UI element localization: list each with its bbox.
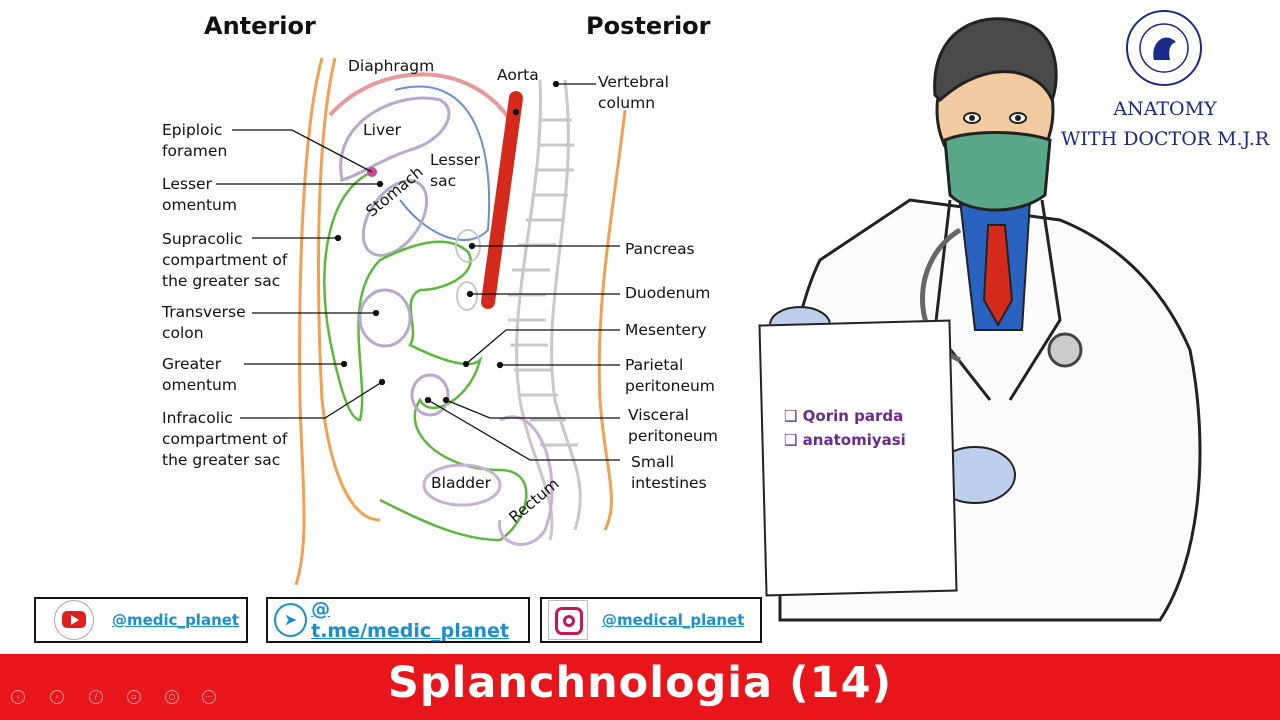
banner-title: Splanchnologia (14) — [387, 658, 893, 708]
label-small-intestines-1: Small — [631, 453, 675, 471]
youtube-handle[interactable]: @medic_planet — [112, 611, 240, 629]
zoom-icon[interactable]: ○ — [165, 690, 179, 704]
label-transverse-colon-1: Transverse — [162, 303, 246, 321]
label-diaphragm: Diaphragm — [348, 57, 435, 75]
label-supracolic-1: Supracolic — [162, 230, 243, 248]
slides-icon[interactable]: ▫ — [127, 690, 141, 704]
label-vertebral-1: Vertebral — [598, 73, 669, 91]
brand-line-1: ANATOMY — [1113, 98, 1217, 120]
label-mesentery: Mesentery — [625, 321, 707, 339]
label-vertebral-2: column — [598, 94, 656, 112]
prev-slide-icon[interactable]: ‹ — [11, 690, 25, 704]
instagram-link[interactable]: @medical_planet — [540, 597, 762, 643]
label-epiploic-2: foramen — [162, 142, 228, 160]
label-infracolic-2: compartment of — [162, 430, 288, 448]
liver-shape — [339, 96, 451, 182]
instagram-handle[interactable]: @medical_planet — [602, 611, 745, 629]
card-item-2: ❑ anatomiyasi — [784, 431, 906, 449]
more-options-icon[interactable]: ⋯ — [202, 690, 216, 704]
youtube-link[interactable]: @medic_planet — [34, 597, 248, 643]
label-parietal-1: Parietal — [625, 356, 684, 374]
rectum-shape — [498, 415, 554, 546]
label-lesser-omentum-1: Lesser — [162, 175, 212, 193]
brand-logo — [1126, 10, 1202, 86]
label-infracolic-3: the greater sac — [162, 451, 281, 469]
anterior-skin-line — [316, 57, 381, 522]
label-transverse-colon-2: colon — [162, 324, 204, 342]
label-aorta: Aorta — [497, 66, 539, 84]
label-lesser-omentum-2: omentum — [162, 196, 237, 214]
telegram-icon: ➤ — [274, 603, 308, 637]
label-visceral-2: peritoneum — [628, 427, 718, 445]
label-duodenum: Duodenum — [625, 284, 711, 302]
aorta-shape — [481, 91, 523, 309]
label-supracolic-3: the greater sac — [162, 272, 281, 290]
label-liver: Liver — [363, 121, 402, 139]
title-banner: Splanchnologia (14) — [0, 654, 1280, 720]
peritoneum-line — [323, 170, 528, 542]
anterior-header: Anterior — [204, 12, 316, 40]
posterior-header: Posterior — [586, 12, 711, 40]
transverse-colon-shape — [358, 288, 412, 348]
label-infracolic-1: Infracolic — [162, 409, 233, 427]
telegram-link[interactable]: ➤ @ t.me/medic_planet — [266, 597, 530, 643]
label-small-intestines-2: intestines — [631, 474, 707, 492]
held-card — [758, 319, 958, 597]
small-intestine-shape — [410, 373, 450, 417]
label-bladder: Bladder — [431, 474, 492, 492]
bladder-shape — [422, 463, 502, 507]
label-pancreas: Pancreas — [625, 240, 695, 258]
pen-icon[interactable]: / — [89, 690, 103, 704]
label-lesser-sac-2: sac — [430, 172, 457, 190]
label-greater-omentum-1: Greater — [162, 355, 222, 373]
brand-line-2: WITH DOCTOR M.J.R — [1060, 128, 1270, 150]
card-item-1: ❑ Qorin parda — [784, 407, 904, 425]
next-slide-icon[interactable]: › — [50, 690, 64, 704]
label-parietal-2: peritoneum — [625, 377, 715, 395]
youtube-icon — [54, 600, 94, 640]
duodenum-shape — [456, 281, 478, 311]
diaphragm-shape — [328, 72, 512, 122]
label-visceral-1: Visceral — [628, 406, 689, 424]
label-greater-omentum-2: omentum — [162, 376, 237, 394]
instagram-icon — [548, 600, 588, 640]
label-epiploic-1: Epiploic — [162, 121, 223, 139]
stomach-shape — [361, 179, 429, 257]
label-supracolic-2: compartment of — [162, 251, 288, 269]
vertebral-column-shape — [508, 79, 582, 541]
lesser-sac-outline — [394, 85, 491, 241]
label-lesser-sac-1: Lesser — [430, 151, 480, 169]
anterior-body-wall — [294, 57, 324, 586]
posterior-body-wall — [597, 109, 627, 531]
telegram-handle[interactable]: @ t.me/medic_planet — [311, 598, 510, 642]
